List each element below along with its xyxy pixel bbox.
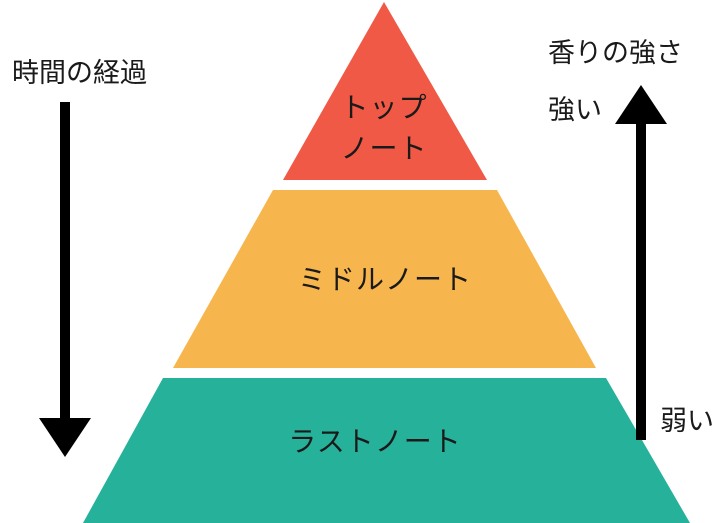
tier-middle-label: ミドルノート xyxy=(297,263,472,296)
tier-top-label-line2: ノート xyxy=(340,131,428,165)
weak-label: 弱い xyxy=(660,406,714,437)
tier-top-label: トップ ノート xyxy=(324,88,444,169)
tier-top-label-line1: トップ xyxy=(340,91,428,124)
down-arrow-shaft xyxy=(60,102,70,420)
strong-label: 強い xyxy=(548,95,602,126)
scent-strength-label: 香りの強さ xyxy=(548,38,683,69)
up-arrow-shaft xyxy=(636,122,646,440)
time-elapsed-label: 時間の経過 xyxy=(12,58,147,89)
tier-bottom-label: ラストノート xyxy=(288,425,462,458)
tier-middle-shape xyxy=(173,190,596,368)
up-arrow-head xyxy=(615,85,667,124)
down-arrow-head xyxy=(39,418,91,457)
tier-top-shape xyxy=(283,2,487,180)
tier-bottom-shape xyxy=(83,378,690,523)
